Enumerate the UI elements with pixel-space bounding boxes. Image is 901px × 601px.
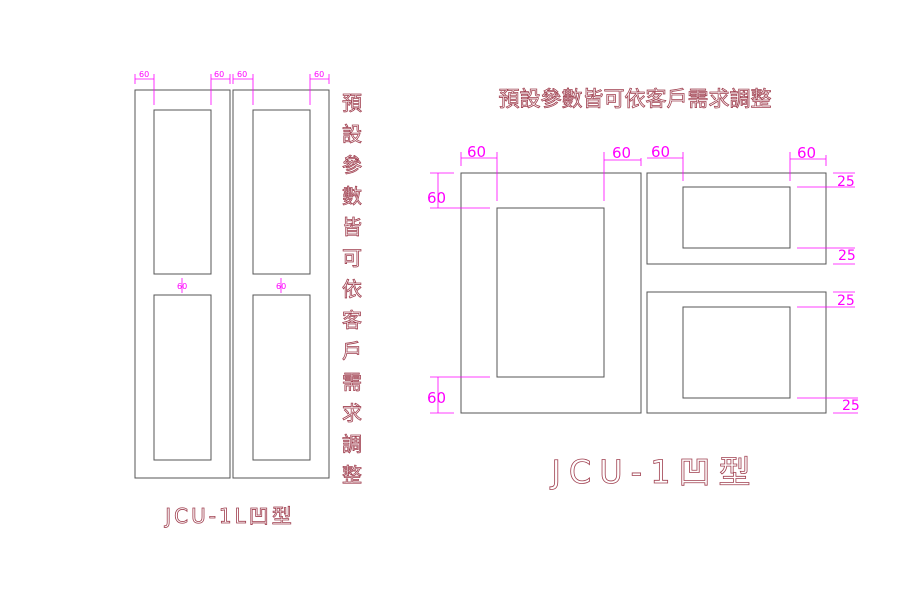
- dim-label: 60: [237, 70, 247, 79]
- svg-text:25: 25: [842, 398, 860, 414]
- vertical-note-char: 皆: [342, 215, 362, 239]
- right-big-panel: [460, 172, 642, 414]
- vertical-note-char: 戶: [342, 339, 362, 363]
- left-door-1: [134, 89, 231, 479]
- vertical-note-char: 整: [342, 463, 362, 487]
- svg-text:60: 60: [797, 144, 816, 162]
- upper-panel: [252, 109, 311, 275]
- upper-panel: [153, 109, 212, 275]
- lower-panel: [252, 294, 311, 461]
- right-top-panel: [646, 172, 827, 265]
- left-door-2: [232, 89, 330, 479]
- vertical-note-char: 可: [342, 246, 362, 270]
- svg-text:25: 25: [838, 248, 856, 264]
- vertical-note-char: 參: [342, 153, 362, 177]
- svg-text:60: 60: [427, 189, 446, 207]
- right-dimensions: 60 60 60 60 60 60 25 25 25 25: [427, 143, 860, 414]
- svg-text:60: 60: [651, 143, 670, 161]
- svg-text:60: 60: [427, 389, 446, 407]
- vertical-note-char: 調: [342, 432, 362, 456]
- dim-label: 60: [177, 282, 187, 291]
- vertical-note-char: 客: [342, 308, 362, 332]
- dim-label: 60: [214, 70, 224, 79]
- dim-label: 60: [314, 70, 324, 79]
- vertical-note-char: 設: [342, 122, 362, 146]
- vertical-note: 預設參數皆可依客戶需求調整: [342, 91, 363, 488]
- vertical-note-char: 依: [342, 277, 362, 301]
- left-dimensions: 60 60 60 60 60 60: [134, 70, 330, 293]
- svg-text:60: 60: [612, 144, 631, 162]
- left-title: JCU-1L凹型: [163, 504, 295, 528]
- right-title: JCU-1凹型: [549, 453, 758, 491]
- right-bottom-panel: [646, 291, 827, 414]
- svg-text:25: 25: [837, 174, 855, 190]
- svg-text:25: 25: [837, 293, 855, 309]
- dim-label: 60: [276, 282, 286, 291]
- dim-label: 60: [139, 70, 149, 79]
- vertical-note-char: 數: [342, 184, 362, 208]
- vertical-note-char: 需: [342, 370, 362, 394]
- vertical-note-char: 預: [342, 91, 362, 115]
- vertical-note-char: 求: [342, 401, 362, 425]
- right-note: 預設參數皆可依客戶需求調整: [499, 87, 772, 111]
- lower-panel: [153, 294, 212, 461]
- svg-text:60: 60: [467, 143, 486, 161]
